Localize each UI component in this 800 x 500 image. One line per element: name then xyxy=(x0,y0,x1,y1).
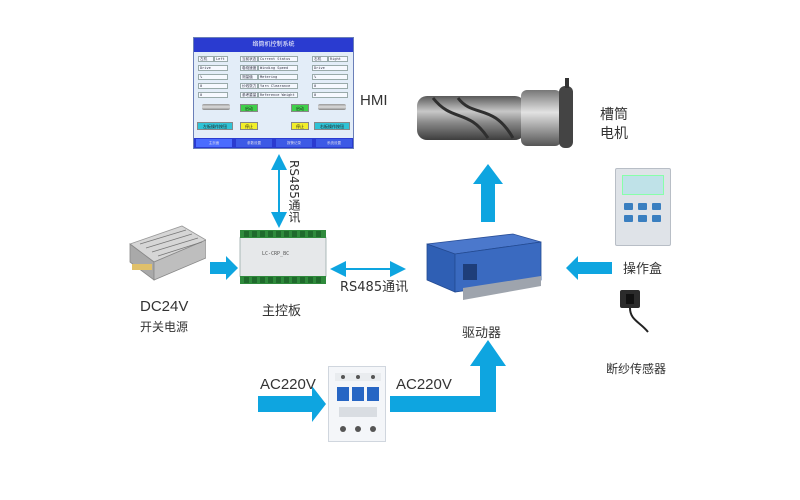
hmi-cell: 卷绕速度 xyxy=(240,65,258,71)
hmi-cell: Current Status xyxy=(258,56,298,62)
hmi-tab-alarms[interactable]: 报警记录 xyxy=(276,139,312,147)
stop-left-button[interactable]: 停止 xyxy=(240,122,258,130)
hmi-cell: 纱线张力 xyxy=(240,83,258,89)
motor-label-line2: 电机 xyxy=(600,126,628,142)
hmi-cell: 测量值 xyxy=(240,74,258,80)
slot-drum-motor-image xyxy=(417,78,573,148)
hmi-tab-system[interactable]: 系统设置 xyxy=(316,139,352,147)
rs485-vertical-label: RS485通讯 xyxy=(287,160,301,223)
left-op-button[interactable]: 左板操作按钮 xyxy=(197,122,233,130)
driver-to-motor-arrow xyxy=(473,164,503,222)
board-model-label: LC-CRP_BC xyxy=(262,251,290,257)
ac-output-label: AC220V xyxy=(396,376,452,393)
hmi-cell: Reference Weight xyxy=(258,92,298,98)
hmi-row: 0 参考重量 Reference Weight 0 xyxy=(198,92,349,98)
hmi-cell: 0 xyxy=(198,92,228,98)
hmi-cell: 当前状态 xyxy=(240,56,258,62)
spindle-left-icon xyxy=(202,104,230,110)
control-box-key xyxy=(624,203,633,210)
hmi-cell: 左机 xyxy=(198,56,214,62)
stop-right-button[interactable]: 停止 xyxy=(291,122,309,130)
hmi-cell: 0 xyxy=(198,83,228,89)
psu-name-label: 开关电源 xyxy=(140,320,189,334)
driver-label: 驱动器 xyxy=(462,326,502,341)
hmi-cell: Drive xyxy=(312,65,348,71)
control-box-key xyxy=(652,215,661,222)
hmi-cell: Drive xyxy=(198,65,228,71)
rs485-horizontal-label: RS485通讯 xyxy=(340,280,409,295)
start-left-button[interactable]: 启动 xyxy=(240,104,258,112)
control-box-key xyxy=(624,215,633,222)
hmi-tab-main[interactable]: 主页面 xyxy=(196,139,232,147)
circuit-breaker-image xyxy=(328,366,386,442)
hmi-row: % 测量值 Metering % xyxy=(198,74,349,80)
right-op-button[interactable]: 右板操作按钮 xyxy=(314,122,350,130)
hmi-cell: Metering xyxy=(258,74,298,80)
start-right-button[interactable]: 启动 xyxy=(291,104,309,112)
hmi-label: HMI xyxy=(360,92,388,109)
control-box-screen xyxy=(622,175,664,195)
hmi-title: 络筒机控制系统 xyxy=(194,38,353,52)
hmi-row: 左机 Left 当前状态 Current Status 右机 Right xyxy=(198,56,349,62)
ac-input-arrow xyxy=(258,386,326,422)
breaker-body-icon xyxy=(335,373,381,432)
hmi-tab-params[interactable]: 参数设置 xyxy=(236,139,272,147)
control-box-key xyxy=(638,215,647,222)
hmi-cell: % xyxy=(198,74,228,80)
sensor-label: 断纱传感器 xyxy=(606,362,667,376)
ac-output-arrow xyxy=(390,340,506,412)
hmi-row: Drive 卷绕速度 Winding Speed Drive xyxy=(198,65,349,71)
hmi-cell: 0 xyxy=(312,83,348,89)
psu-voltage-label: DC24V xyxy=(140,298,189,315)
main-controller-board-image xyxy=(239,230,327,284)
spindle-right-icon xyxy=(318,104,346,110)
controlbox-to-driver-arrow xyxy=(566,256,612,280)
switching-power-supply-image xyxy=(129,225,206,281)
ac-input-label: AC220V xyxy=(260,376,316,393)
hmi-cell: 0 xyxy=(312,92,348,98)
control-box-key xyxy=(638,203,647,210)
hmi-cell: Winding Speed xyxy=(258,65,298,71)
hmi-cell: Right xyxy=(328,56,348,62)
controller-label: 主控板 xyxy=(262,304,302,319)
hmi-cell: 右机 xyxy=(312,56,328,62)
hmi-tab-bar: 主页面 参数设置 报警记录 系统设置 xyxy=(194,138,353,148)
hmi-cell: % xyxy=(312,74,348,80)
psu-to-controller-arrow xyxy=(210,256,238,280)
hmi-cell: 参考重量 xyxy=(240,92,258,98)
hmi-screen: 络筒机控制系统 左机 Left 当前状态 Current Status 右机 R… xyxy=(193,37,354,149)
hmi-cell: Yarn Clearance xyxy=(258,83,298,89)
hmi-cell: Left xyxy=(214,56,228,62)
driver-image xyxy=(426,233,542,300)
control-box-label: 操作盒 xyxy=(623,262,663,277)
motor-label-line1: 槽筒 xyxy=(600,107,628,123)
control-box-image xyxy=(615,168,671,246)
yarn-break-sensor-image xyxy=(620,290,649,333)
control-box-key xyxy=(652,203,661,210)
hmi-row: 0 纱线张力 Yarn Clearance 0 xyxy=(198,83,349,89)
